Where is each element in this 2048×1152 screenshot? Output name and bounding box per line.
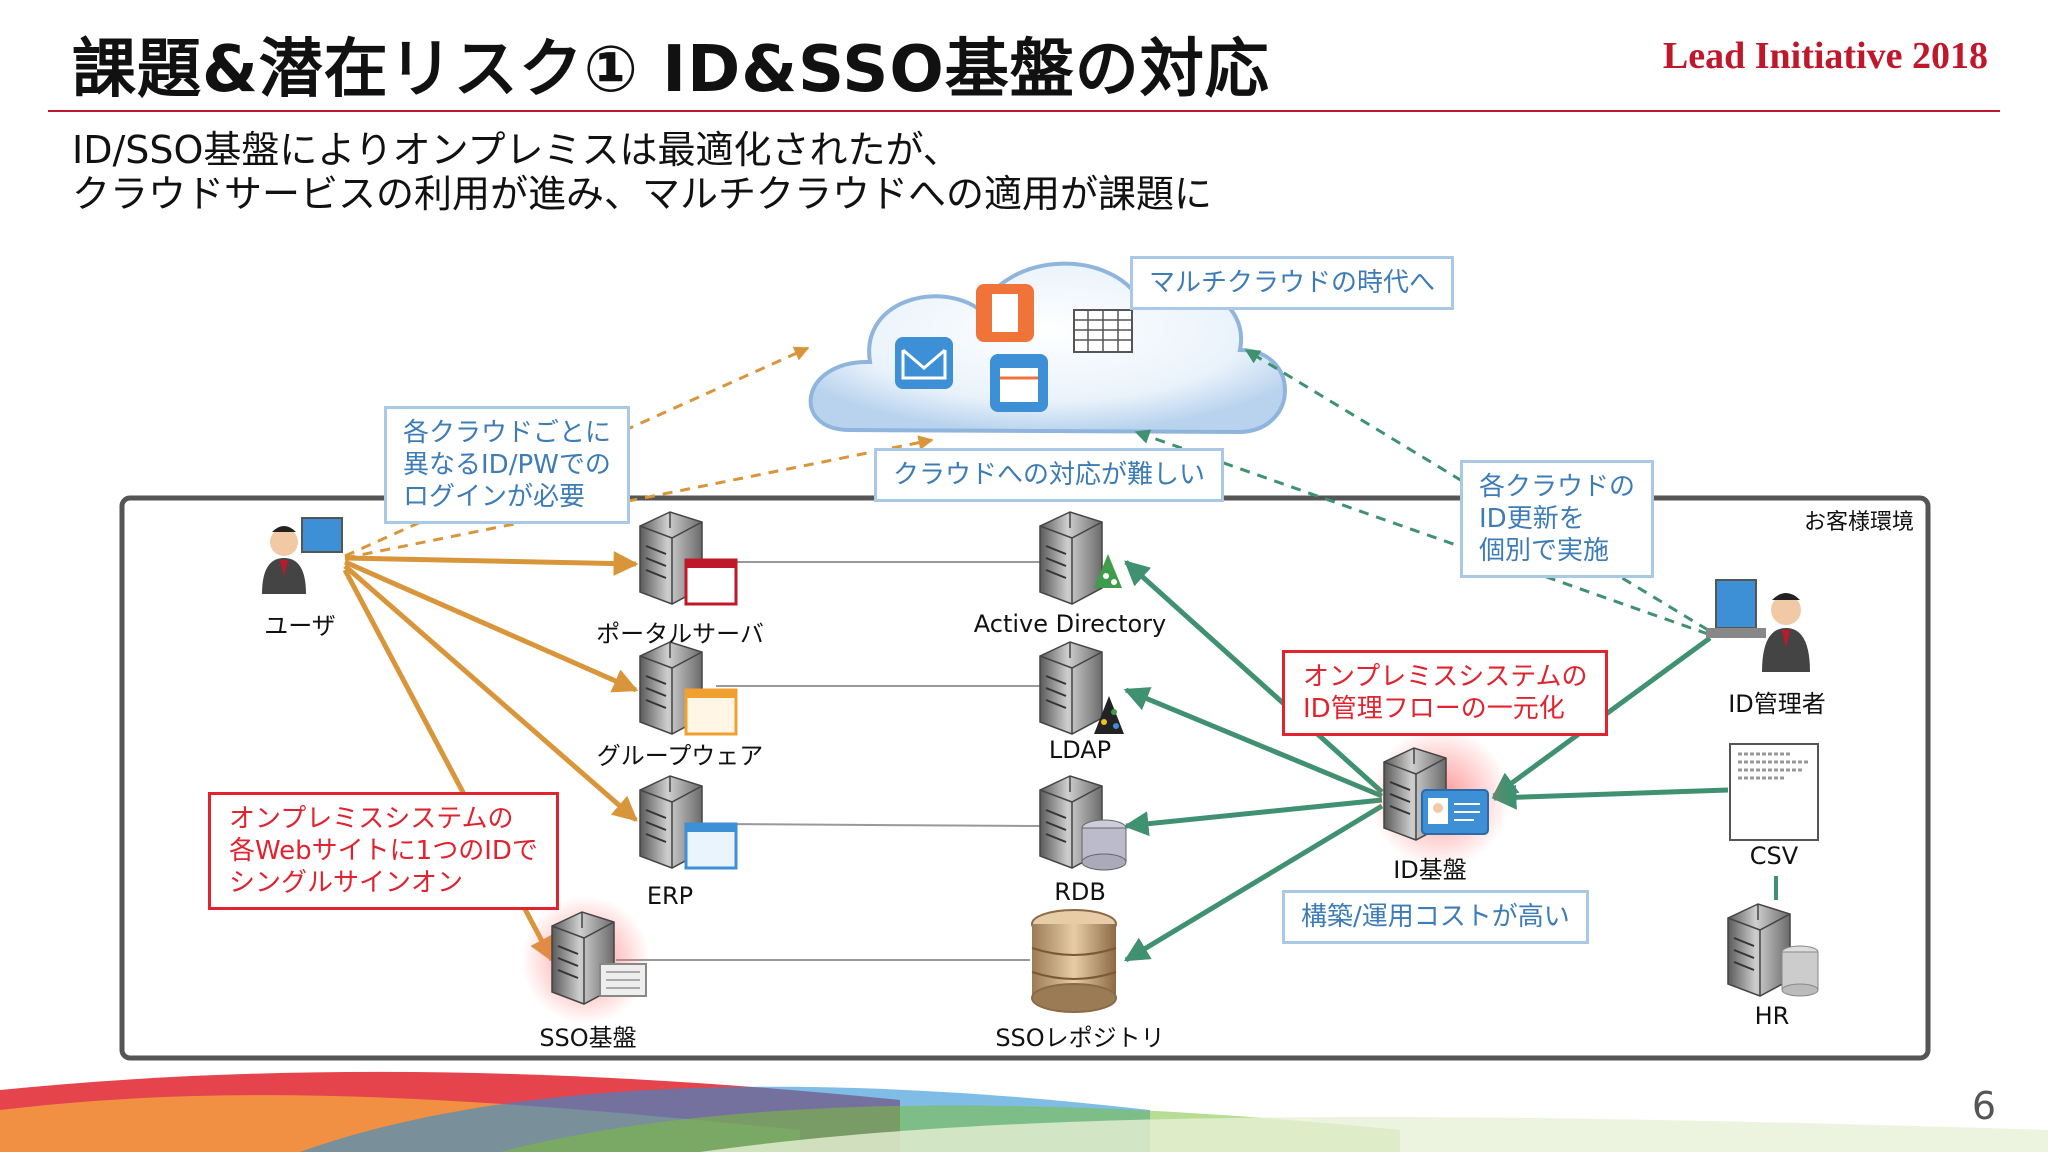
mail-icon — [895, 337, 953, 389]
callout-onprem-sso: オンプレミスシステムの 各Webサイトに1つのIDで シングルサインオン — [208, 792, 559, 910]
node-label-csv: CSV — [1749, 842, 1799, 870]
node-label-groupware: グループウェア — [596, 742, 764, 770]
admin-icon — [1706, 579, 1810, 672]
arrow-user-groupware — [343, 559, 639, 693]
node-label-id-admin: ID管理者 — [1728, 690, 1826, 718]
subtitle-line-2: クラウドサービスの利用が進み、マルチクラウドへの適用が課題に — [72, 172, 1213, 216]
arrow-id-ldap — [1123, 687, 1383, 799]
hr-server-icon — [1727, 903, 1819, 997]
rdb-server-icon — [1039, 775, 1127, 871]
dashed-admin-cloud-2 — [1134, 429, 1709, 636]
callout-onprem-flow: オンプレミスシステムの ID管理フローの一元化 — [1282, 650, 1609, 736]
node-label-id-base: ID基盤 — [1393, 856, 1467, 884]
node-label-portal: ポータルサーバ — [596, 620, 764, 648]
arrow-id-ad — [1124, 560, 1384, 794]
node-label-rdb: RDB — [1054, 878, 1106, 906]
callout-cloud-difficult: クラウドへの対応が難しい — [874, 448, 1225, 502]
arrow-id-rdb — [1123, 797, 1383, 837]
arrow-user-erp — [343, 564, 638, 822]
subtitle-line-1: ID/SSO基盤によりオンプレミスは最適化されたが、 — [72, 128, 961, 172]
ldap-server-icon — [1039, 641, 1124, 735]
csv-file-icon — [1729, 743, 1819, 841]
portal-server-icon — [639, 511, 738, 606]
sso-repository-icon — [1031, 909, 1117, 1013]
sso-server-icon — [522, 896, 650, 1024]
node-label-ad: Active Directory — [973, 610, 1167, 638]
decorative-ribbon — [0, 1071, 2048, 1152]
slide-subtitle: ID/SSO基盤によりオンプレミスは最適化されたが、 クラウドサービスの利用が進… — [72, 128, 1212, 216]
calendar-icon — [990, 354, 1048, 412]
slide-title: 課題&潜在リスク① ID&SSO基盤の対応 — [72, 33, 1270, 107]
document-icon — [976, 284, 1034, 342]
arrow-user-portal — [344, 551, 639, 577]
arrow-id-repo — [1123, 803, 1384, 963]
callout-per-cloud-login: 各クラウドごとに 異なるID/PWでの ログインが必要 — [384, 406, 631, 524]
node-label-user: ユーザ — [264, 612, 336, 640]
arrow-csv-id — [1491, 784, 1729, 810]
dashed-user-cloud-2 — [344, 435, 934, 560]
node-label-ldap: LDAP — [1048, 736, 1112, 764]
erp-server-icon — [639, 775, 738, 870]
node-label-sso: SSO基盤 — [539, 1024, 637, 1052]
node-label-hr: HR — [1754, 1002, 1790, 1030]
brand-logo-text: Lead Initiative 2018 — [1662, 35, 1988, 77]
callout-multicloud: マルチクラウドの時代へ — [1130, 256, 1455, 310]
spreadsheet-icon — [1073, 309, 1133, 353]
groupware-server-icon — [639, 641, 738, 736]
active-directory-server-icon — [1039, 511, 1122, 605]
user-icon — [262, 517, 343, 594]
node-label-erp: ERP — [646, 882, 694, 910]
id-base-server-icon — [1370, 728, 1510, 868]
page-number: 6 — [1971, 1084, 1996, 1128]
node-label-sso-repo: SSOレポジトリ — [995, 1024, 1165, 1052]
title-divider — [48, 110, 2000, 112]
connector-erp-rdb — [715, 823, 1041, 827]
callout-cost-high: 構築/運用コストが高い — [1282, 890, 1589, 944]
callout-per-cloud-update: 各クラウドの ID更新を 個別で実施 — [1460, 460, 1655, 578]
environment-label: お客様環境 — [1803, 510, 1914, 535]
